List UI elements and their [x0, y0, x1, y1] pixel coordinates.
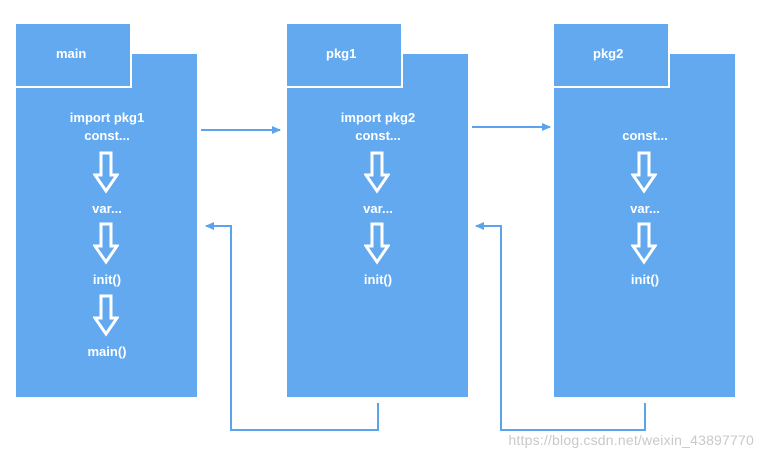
pkg1-arrow-down-icon-2	[364, 222, 390, 265]
main-package-tab	[14, 22, 132, 88]
main-arrow-down-icon-2	[93, 222, 119, 265]
main-const-line: const...	[84, 128, 130, 143]
pkg2-arrow-down-icon-1	[631, 151, 657, 194]
return-arrow-pkg2-to-pkg1	[475, 222, 646, 431]
main-var-line: var...	[92, 201, 122, 216]
pkg1-var-line: var...	[363, 201, 393, 216]
return-arrow-pkg1-to-main	[205, 222, 379, 431]
pkg1-init-line: init()	[363, 272, 393, 287]
pkg1-import-line: import pkg2	[340, 110, 416, 125]
pkg2-package-tab	[552, 22, 670, 88]
pkg2-var-line: var...	[630, 201, 660, 216]
main-arrow-down-icon-1	[93, 151, 119, 194]
main-import-line: import pkg1	[69, 110, 145, 125]
pkg2-package-label: pkg2	[593, 46, 624, 61]
pkg1-const-line: const...	[355, 128, 401, 143]
main-main-line: main()	[87, 344, 127, 359]
main-init-line: init()	[92, 272, 122, 287]
pkg1-package-label: pkg1	[326, 46, 357, 61]
main-package-label: main	[56, 46, 87, 61]
watermark-text: https://blog.csdn.net/weixin_43897770	[508, 432, 754, 448]
main-arrow-down-icon-3	[93, 294, 119, 337]
pkg2-arrow-down-icon-2	[631, 222, 657, 265]
pkg2-const-line: const...	[622, 128, 668, 143]
pkg1-arrow-down-icon-1	[364, 151, 390, 194]
pkg1-package-tab	[285, 22, 403, 88]
pkg2-init-line: init()	[630, 272, 660, 287]
